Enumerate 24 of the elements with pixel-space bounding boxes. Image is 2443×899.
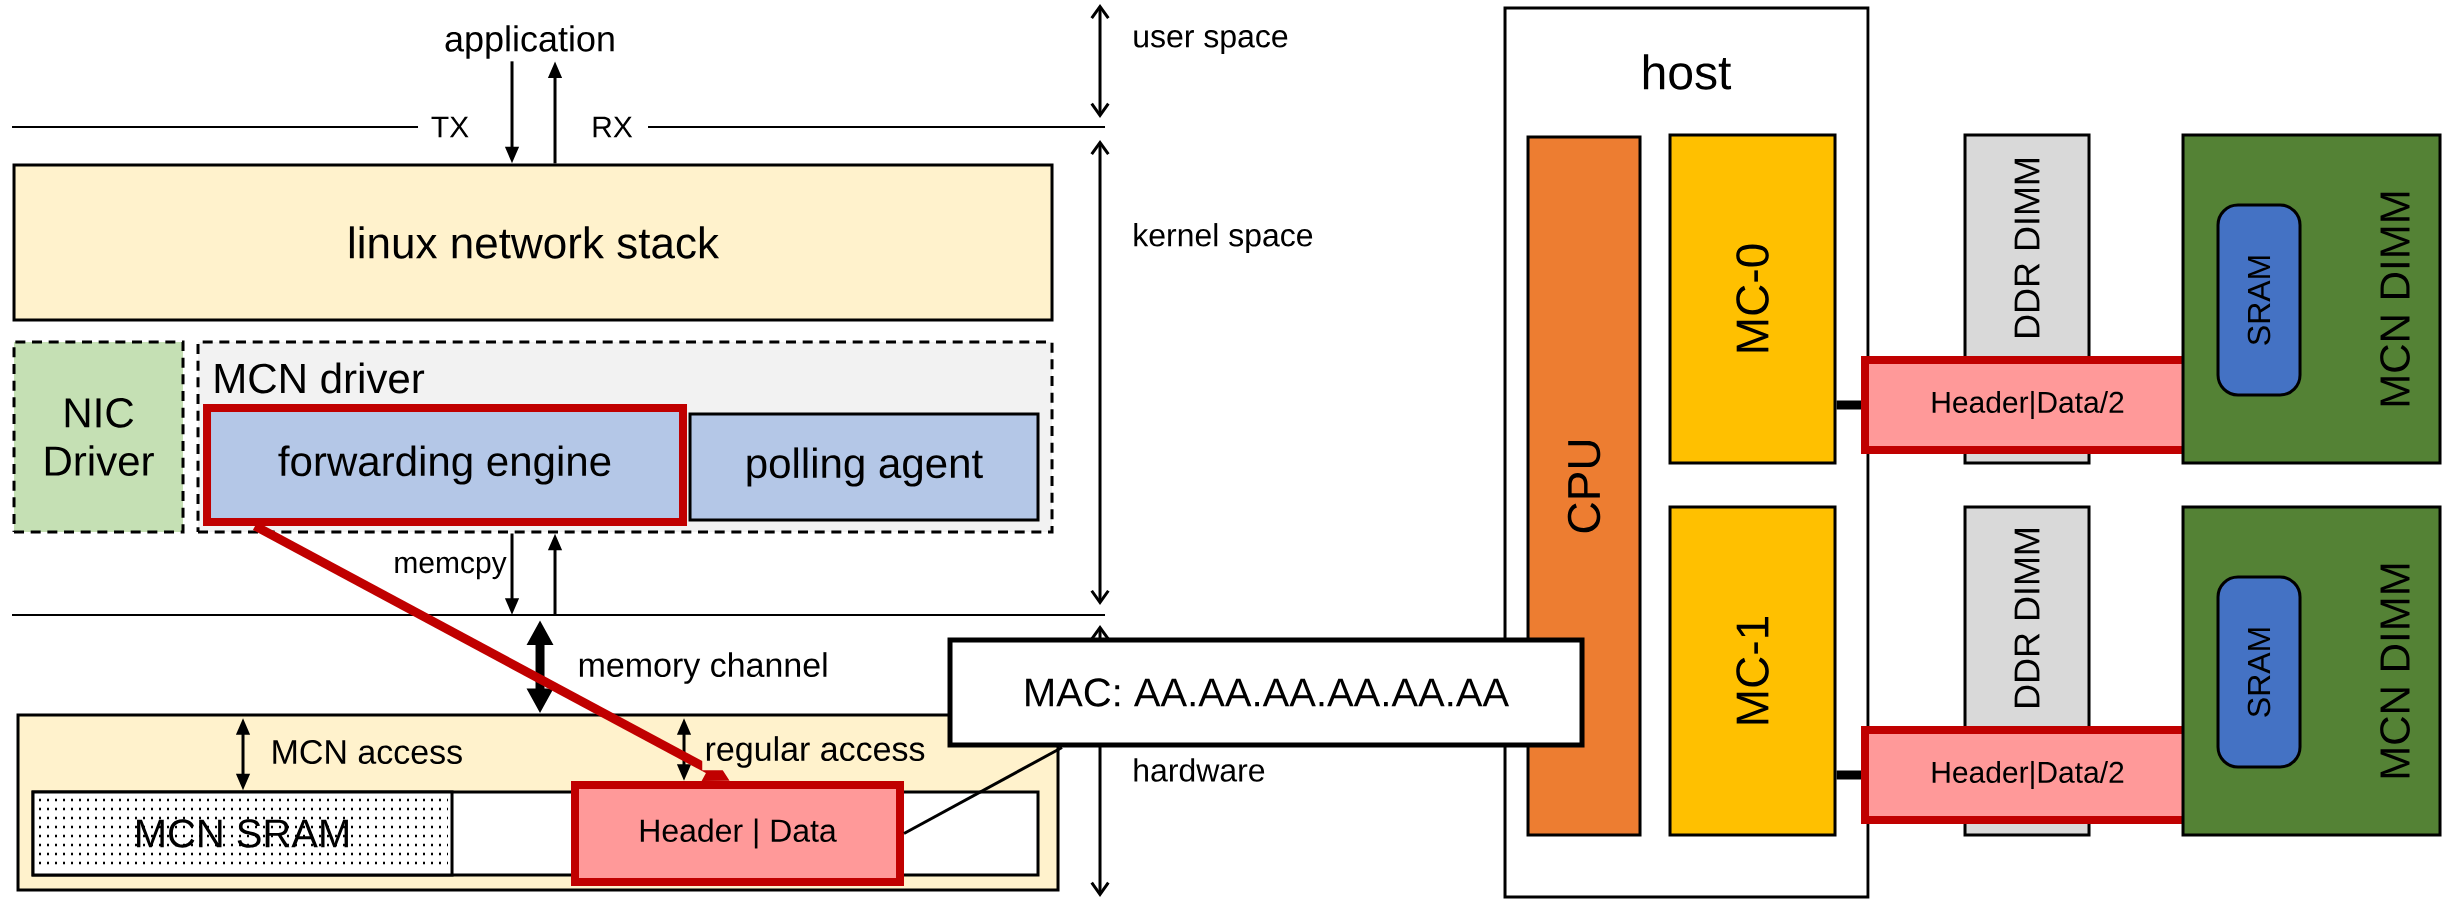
- stack-box: linux network stack: [12, 163, 1054, 322]
- engine-box: forwarding engine: [203, 404, 687, 526]
- leader-line: [903, 746, 1063, 835]
- text-label: application: [445, 25, 614, 59]
- controller-block: MC-1: [1668, 505, 1837, 837]
- packet-box: Header | Data: [571, 781, 904, 886]
- axis-label: user space: [1134, 30, 1288, 54]
- edge-label: RX: [588, 114, 636, 140]
- edge-label: regular access: [702, 733, 928, 771]
- edge-label: memory channel: [575, 649, 832, 687]
- connector-line: [1836, 400, 1861, 410]
- cpu-block: CPU: [1526, 135, 1642, 837]
- edge-label: memcpy: [391, 554, 509, 582]
- driver-box: NIC Driver: [12, 340, 185, 534]
- edge-label: MCN access: [268, 737, 466, 767]
- edge-label: TX: [428, 114, 472, 140]
- address-callout: MAC: AA.AA.AA.AA.AA.AA: [947, 637, 1585, 748]
- axis-label: kernel space: [1134, 223, 1313, 253]
- agent-box: polling agent: [688, 412, 1040, 522]
- sram-chip: SRAM: [2216, 575, 2302, 769]
- sram-chip: SRAM: [2216, 203, 2302, 397]
- sram-region: MCN SRAM: [31, 790, 454, 877]
- connector-line: [1836, 770, 1861, 780]
- controller-block: MC-0: [1668, 133, 1837, 465]
